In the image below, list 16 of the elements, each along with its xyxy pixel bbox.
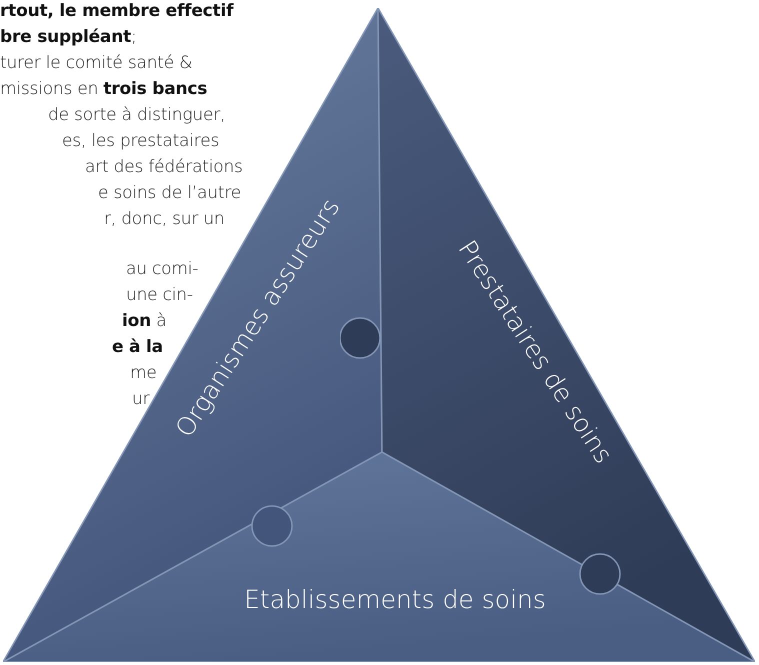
paragraph-fragment: missions en trois bancs	[0, 78, 208, 100]
paragraph-fragment: turer le comité santé &	[0, 52, 192, 74]
paragraph-fragment: au comi-	[126, 258, 198, 280]
paragraph-fragment: es, les prestataires	[62, 130, 220, 152]
paragraph-fragment: me	[130, 362, 157, 384]
paragraph-fragment: une cin-	[126, 284, 193, 306]
paragraph-fragment: art des fédérations	[85, 156, 243, 178]
paragraph-fragment: rtout, le membre effectif	[0, 0, 234, 22]
paragraph-fragment: e soins de l’autre	[98, 182, 241, 204]
paragraph-fragment: r, donc, sur un	[104, 208, 224, 230]
paragraph-fragment: bre suppléant;	[0, 26, 137, 48]
paragraph-fragment: ur	[132, 388, 150, 410]
paragraph-fragment: e à la	[112, 336, 163, 358]
paragraph-fragment: ion à	[122, 310, 166, 332]
piece-label: Etablissements de soins	[244, 585, 546, 615]
paragraph-fragment: de sorte à distinguer,	[48, 104, 226, 126]
